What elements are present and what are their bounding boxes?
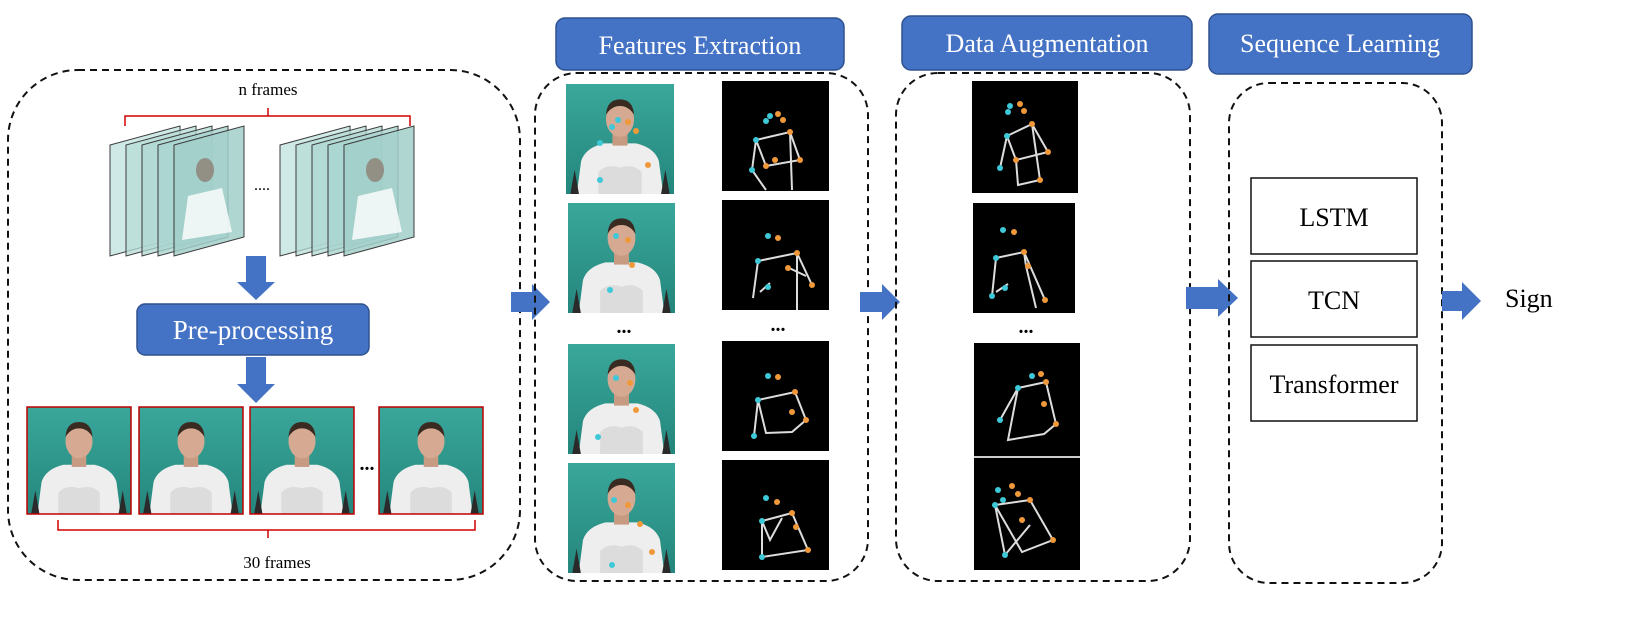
down-arrow-2 (237, 357, 275, 403)
arrow-to-sequence (1186, 279, 1238, 317)
processed-frame-3 (249, 406, 355, 515)
features-rgb-frame-4 (568, 463, 675, 573)
down-arrow-1 (237, 256, 275, 300)
features-extraction-stage: Features Extraction (534, 17, 869, 582)
tcn-label: TCN (1308, 286, 1360, 315)
features-skeleton-frames (722, 81, 829, 570)
data-augmentation-stage: Data Augmentation (895, 15, 1193, 582)
augmentation-title: Data Augmentation (946, 29, 1149, 58)
features-title: Features Extraction (599, 31, 802, 60)
processed-frame-1 (26, 406, 132, 515)
thirty-frames-bracket (57, 520, 476, 538)
sequence-learning-stage: Sequence Learning LSTM TCN Transformer (1208, 13, 1473, 584)
features-title-box (555, 17, 845, 71)
sequence-title-box (1208, 13, 1473, 75)
processed-frames (26, 406, 484, 515)
augmented-skeletons (972, 81, 1080, 570)
features-rgb-frames (566, 84, 675, 573)
features-rgb-frame-3 (568, 344, 675, 454)
arrow-to-output (1442, 282, 1481, 320)
features-rgb-ellipsis: ... (617, 316, 632, 338)
augmentation-title-box (901, 15, 1193, 71)
sequence-container (1228, 82, 1443, 584)
preprocessing-stage: n frames .... Pre-processing (7, 69, 521, 581)
arrow-to-augmentation (860, 284, 900, 320)
features-container (534, 72, 869, 582)
lstm-label: LSTM (1299, 203, 1368, 232)
n-frames-bracket (124, 108, 411, 126)
augmentation-container (895, 72, 1191, 582)
augmented-skeleton-1 (972, 81, 1078, 193)
n-frames-ellipsis: .... (254, 177, 270, 194)
skeleton-frame-2 (722, 200, 829, 310)
n-frames-label: n frames (238, 80, 297, 99)
sequence-title: Sequence Learning (1240, 29, 1440, 58)
preprocessing-container (7, 69, 521, 581)
features-rgb-frame-2 (568, 203, 675, 313)
features-rgb-frame-1 (566, 84, 674, 194)
processed-frame-2 (138, 406, 244, 515)
augmented-skeleton-4 (974, 458, 1080, 570)
thirty-frames-label: 30 frames (243, 553, 311, 572)
preprocessing-label: Pre-processing (173, 315, 333, 345)
transformer-label: Transformer (1269, 370, 1398, 399)
arrow-to-features (511, 284, 550, 320)
tcn-box (1250, 260, 1418, 338)
input-frames-stack-left (109, 125, 245, 257)
features-skeleton-ellipsis: ... (771, 314, 786, 336)
output-sign-label: Sign (1505, 284, 1553, 313)
augmentation-ellipsis: ... (1019, 316, 1034, 338)
processed-frame-last (378, 406, 484, 515)
skeleton-frame-4 (722, 460, 829, 570)
transformer-box (1250, 344, 1418, 422)
augmented-skeleton-3 (974, 343, 1080, 456)
processed-frames-ellipsis: ... (360, 453, 375, 475)
preprocessing-box (136, 303, 370, 356)
input-frames-stack-right (279, 125, 415, 257)
lstm-box (1250, 177, 1418, 255)
